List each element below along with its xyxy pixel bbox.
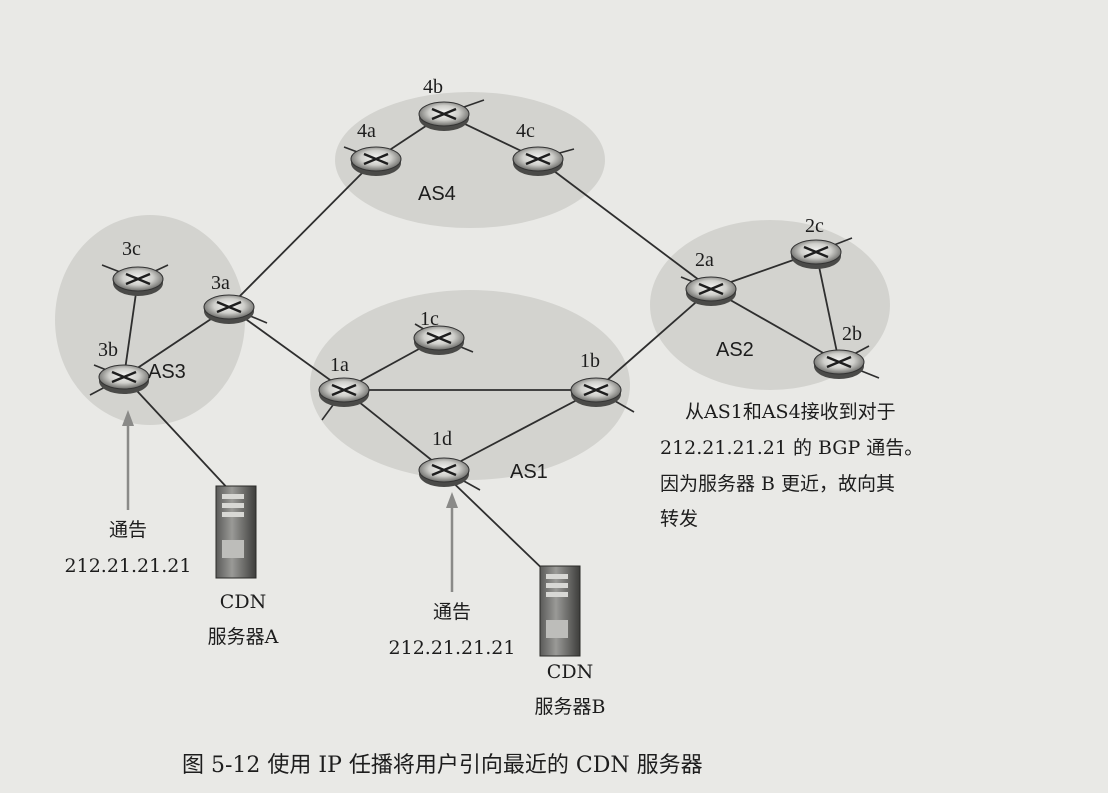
link-3b-server-a	[124, 377, 233, 494]
note-line2: 212.21.21.21 的 BGP 通告。	[660, 437, 923, 459]
router-4a-icon	[350, 146, 402, 176]
router-2c-icon	[790, 239, 842, 269]
router-2b-icon	[813, 349, 865, 379]
router-3c-icon	[112, 266, 164, 296]
router-3b-icon	[98, 364, 150, 394]
label-2b: 2b	[842, 323, 862, 345]
link-1b-2a	[595, 288, 712, 391]
label-4b: 4b	[423, 76, 443, 98]
announce-arrows	[122, 410, 458, 592]
label-2c: 2c	[805, 215, 824, 237]
label-4c: 4c	[516, 120, 535, 142]
router-1d-icon	[418, 457, 470, 487]
server-b-line1: CDN	[547, 661, 593, 683]
router-labels: 4b 4a 4c 3c 3a 3b 1c 1a 1b 1d 2c 2a 2b	[98, 76, 862, 450]
link-2c-2b	[815, 251, 840, 363]
as4-label: AS4	[418, 183, 456, 205]
announce-b-text: 通告 212.21.21.21	[389, 601, 516, 659]
as1-cloud	[310, 290, 630, 480]
routers	[98, 101, 865, 487]
server-a-line2: 服务器A	[208, 626, 279, 648]
server-links	[124, 377, 553, 579]
label-4a: 4a	[357, 120, 376, 142]
label-3c: 3c	[122, 238, 141, 260]
link-3a-1a	[228, 306, 345, 391]
server-b-text: CDN 服务器B	[535, 661, 606, 718]
as-labels: AS4 AS3 AS1 AS2	[148, 183, 754, 483]
note-line4: 转发	[660, 508, 698, 530]
announce-arrowhead-a	[122, 410, 134, 426]
router-2a-icon	[685, 276, 737, 306]
router-1a-icon	[318, 377, 370, 407]
note-line3: 因为服务器 B 更近，故向其	[660, 473, 895, 495]
link-1d-1b	[443, 389, 597, 471]
announce-a-line1: 通告	[109, 519, 147, 541]
as-clouds	[55, 92, 890, 480]
label-1d: 1d	[432, 428, 452, 450]
announce-b-line1: 通告	[433, 601, 471, 623]
as4-cloud	[335, 92, 605, 228]
router-3a-icon	[203, 294, 255, 324]
label-1a: 1a	[330, 354, 349, 376]
router-1b-icon	[570, 377, 622, 407]
link-1d-server-b	[439, 469, 553, 579]
label-2a: 2a	[695, 249, 714, 271]
link-4a-3a	[228, 158, 377, 308]
label-1b: 1b	[580, 350, 600, 372]
cdn-server-a-icon	[215, 485, 257, 579]
announce-arrowhead-b	[446, 492, 458, 508]
as3-label: AS3	[148, 361, 186, 383]
label-3a: 3a	[211, 272, 230, 294]
router-4c-icon	[512, 146, 564, 176]
label-1c: 1c	[420, 308, 439, 330]
server-b-line2: 服务器B	[535, 696, 606, 718]
note-line1: 从AS1和AS4接收到对于	[685, 401, 896, 423]
server-a-text: CDN 服务器A	[208, 591, 279, 648]
server-a-line1: CDN	[220, 591, 266, 613]
router-1c-icon	[413, 325, 465, 355]
link-2a-2b	[710, 288, 840, 363]
announce-a-text: 通告 212.21.21.21	[65, 519, 192, 577]
router-4b-icon	[418, 101, 470, 131]
figure-caption: 图 5-12 使用 IP 任播将用户引向最近的 CDN 服务器	[182, 753, 703, 778]
label-3b: 3b	[98, 339, 118, 361]
announce-a-line2: 212.21.21.21	[65, 555, 192, 577]
cdn-server-b-icon	[539, 565, 581, 657]
as1-label: AS1	[510, 461, 548, 483]
announce-b-line2: 212.21.21.21	[389, 637, 516, 659]
as2-label: AS2	[716, 339, 754, 361]
link-4c-2a	[537, 158, 712, 290]
forwarding-note: 从AS1和AS4接收到对于 212.21.21.21 的 BGP 通告。 因为服…	[660, 401, 923, 530]
